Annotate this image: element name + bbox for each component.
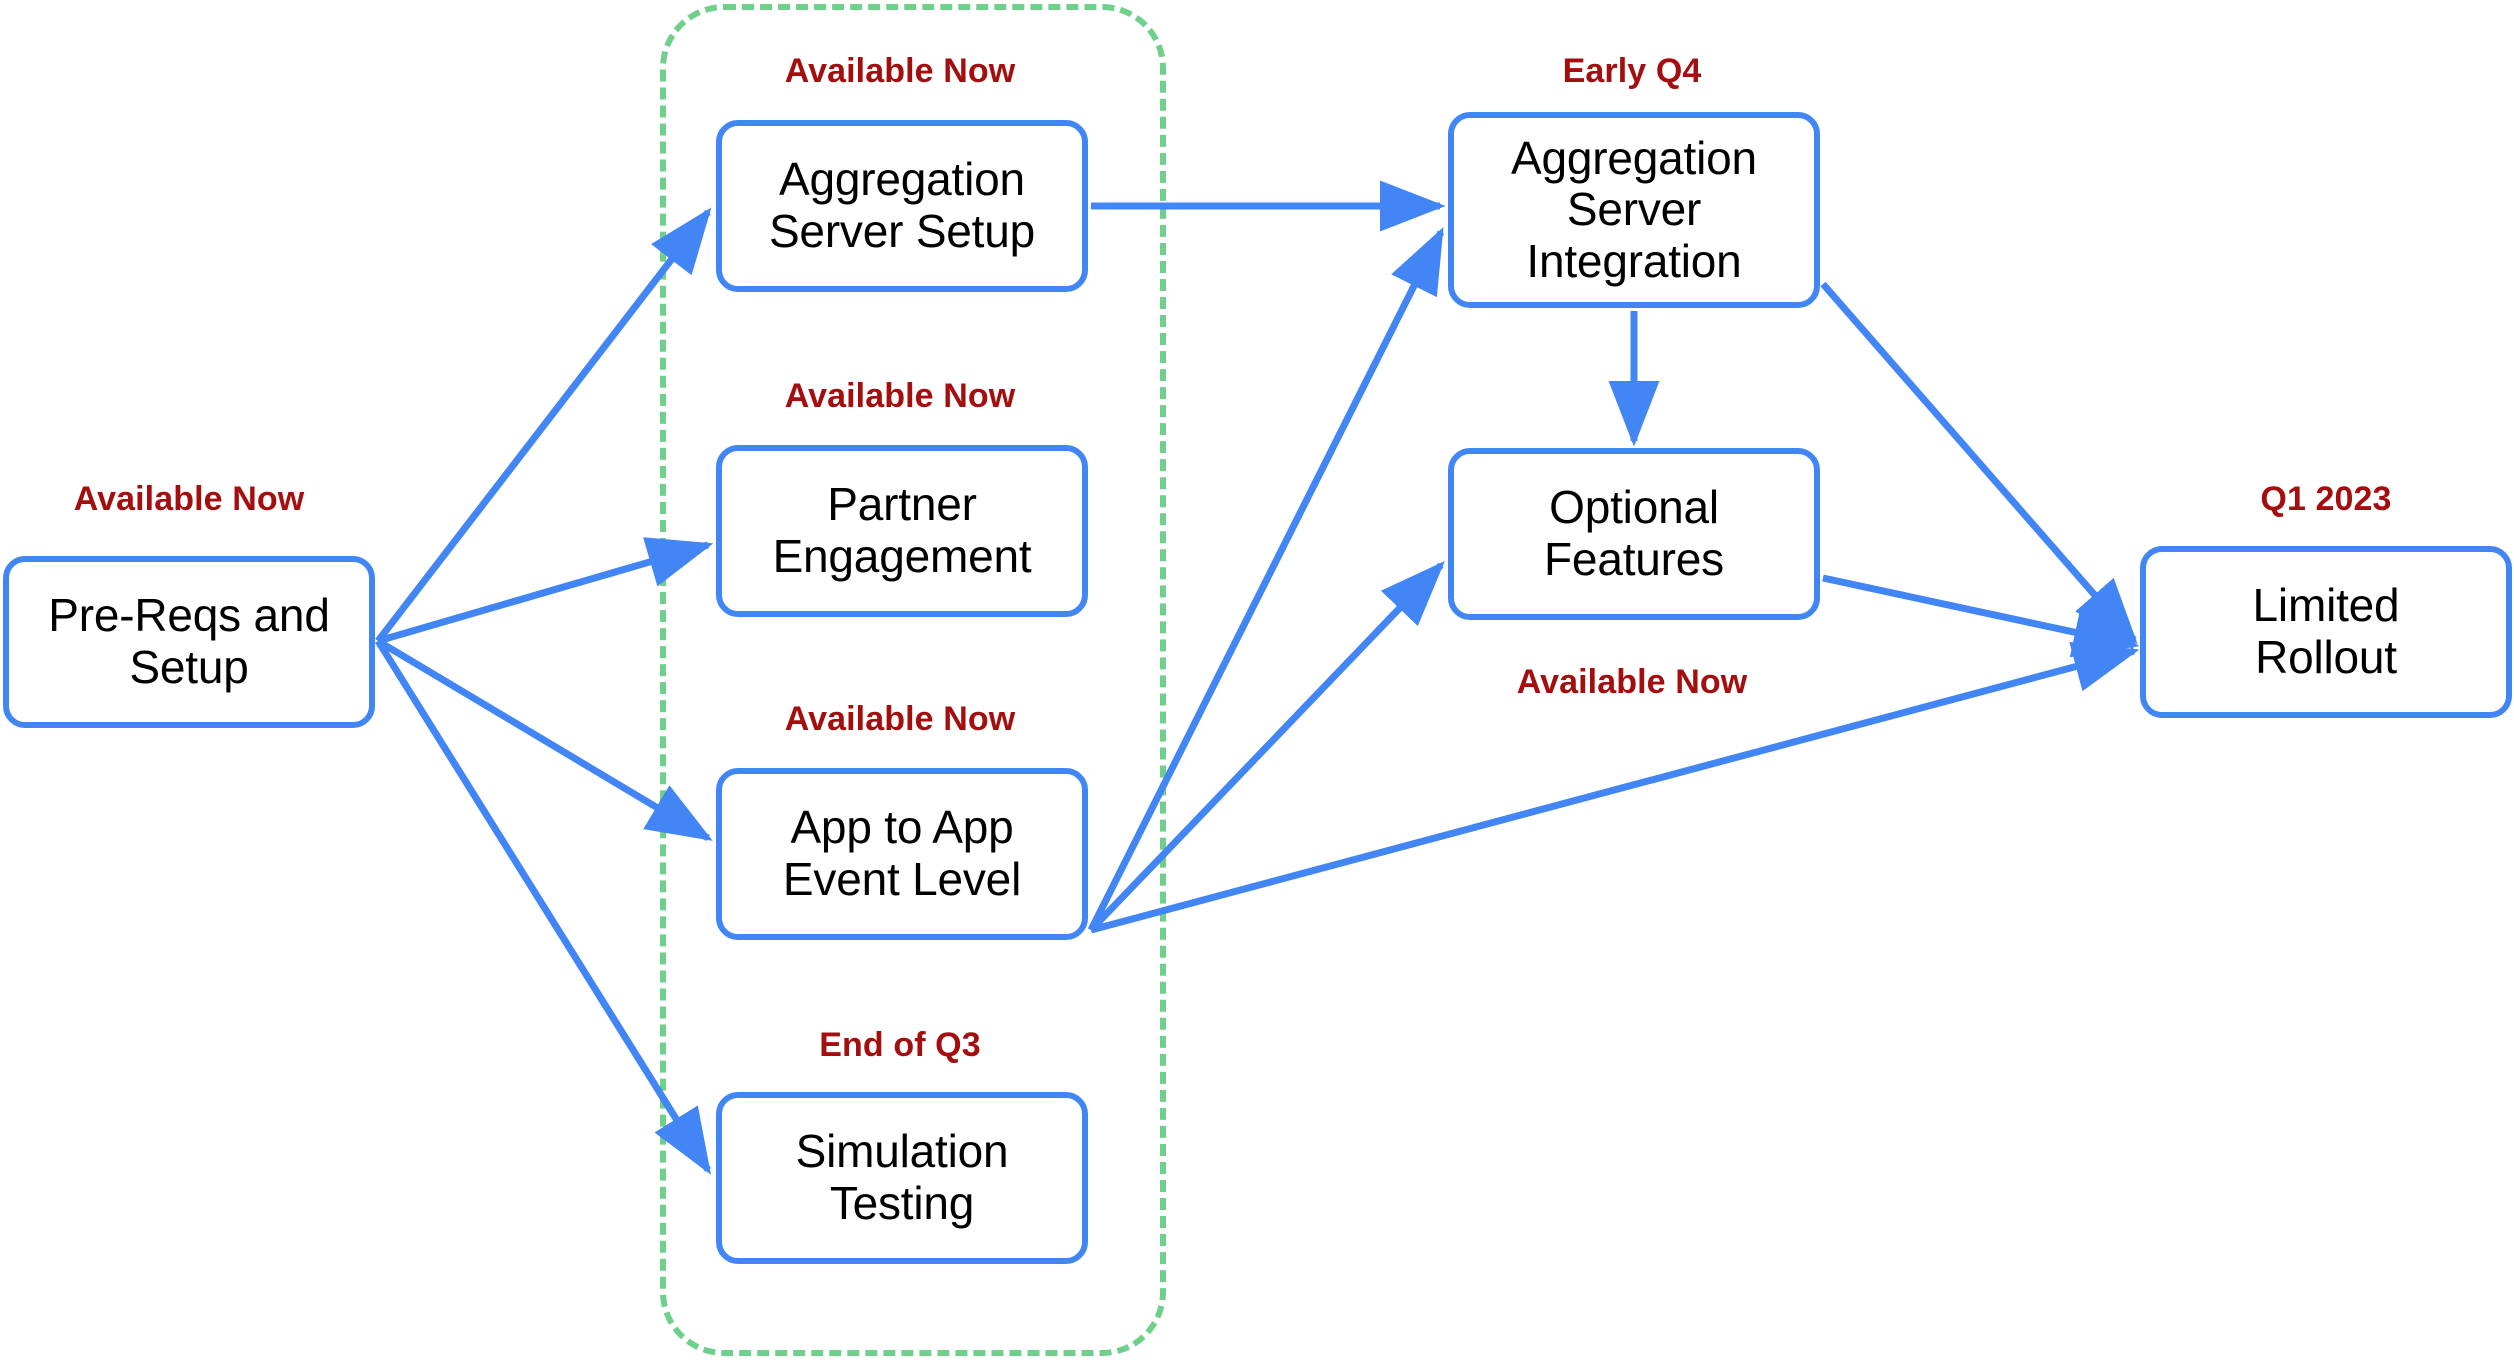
phase-label-pre-reqs-and-setup: Available Now	[73, 480, 305, 518]
node-simulation-testing[interactable]: Simulation Testing	[716, 1092, 1088, 1264]
node-label-simulation-testing: Simulation Testing	[795, 1125, 1009, 1229]
edge-prereqs-to-agg-setup	[375, 207, 712, 644]
node-aggregation-server-integration[interactable]: Aggregation Server Integration	[1448, 112, 1820, 308]
node-label-app-to-app-event-level: App to App Event Level	[782, 801, 1022, 905]
node-label-pre-reqs-and-setup: Pre-Reqs and Setup	[48, 589, 330, 693]
edge-optional-features-to-limited-rollout	[1822, 574, 2140, 658]
phase-label-optional-features: Available Now	[1516, 663, 1748, 701]
edge-prereqs-to-app-to-app	[376, 637, 713, 842]
node-label-partner-engagement: Partner Engagement	[772, 478, 1032, 582]
phase-label-partner-engagement: Available Now	[784, 377, 1016, 415]
node-label-optional-features: Optional Features	[1544, 481, 1724, 585]
node-label-aggregation-server-setup: Aggregation Server Setup	[768, 153, 1036, 257]
node-label-aggregation-server-integration: Aggregation Server Integration	[1511, 131, 1757, 287]
node-app-to-app-event-level[interactable]: App to App Event Level	[716, 768, 1088, 940]
node-limited-rollout[interactable]: Limited Rollout	[2140, 546, 2512, 718]
phase-label-limited-rollout: Q1 2023	[2260, 480, 2392, 518]
node-partner-engagement[interactable]: Partner Engagement	[716, 445, 1088, 617]
node-optional-features[interactable]: Optional Features	[1448, 448, 1820, 620]
phase-label-simulation-testing: End of Q3	[819, 1026, 981, 1064]
edge-prereqs-to-simulation	[375, 639, 711, 1175]
edge-agg-integration-to-limited-rollout	[1820, 281, 2138, 645]
node-pre-reqs-and-setup[interactable]: Pre-Reqs and Setup	[3, 556, 375, 728]
phase-label-app-to-app-event-level: Available Now	[784, 700, 1016, 738]
node-label-limited-rollout: Limited Rollout	[2252, 579, 2400, 683]
phase-label-aggregation-server-setup: Available Now	[784, 52, 1016, 90]
phase-label-aggregation-server-integration: Early Q4	[1562, 52, 1702, 90]
edge-prereqs-to-partner	[377, 537, 714, 645]
node-aggregation-server-setup[interactable]: Aggregation Server Setup	[716, 120, 1088, 292]
